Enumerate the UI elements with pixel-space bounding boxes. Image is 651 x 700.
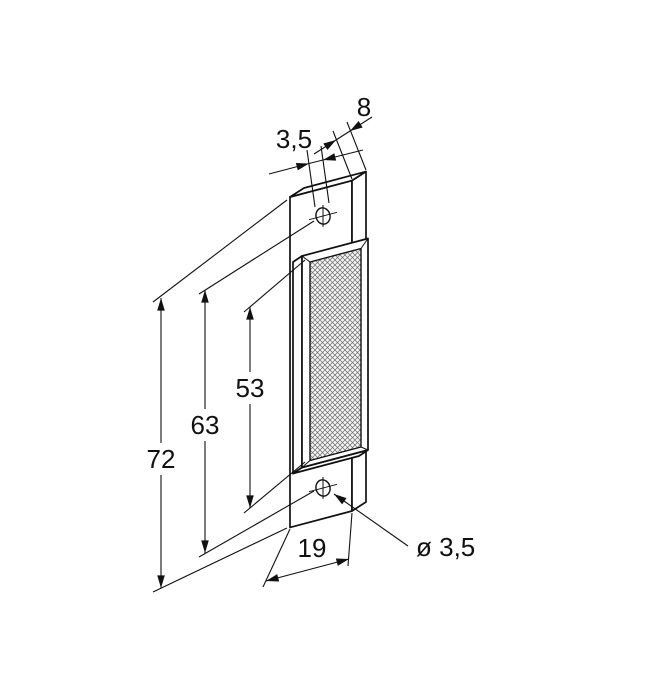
dim-hole-spacing: 63 bbox=[191, 220, 315, 558]
dim-depth: 8 bbox=[313, 92, 373, 180]
dim-overall-height: 72 bbox=[147, 199, 288, 593]
dim-width: 19 bbox=[262, 512, 353, 588]
dim-label-19: 19 bbox=[298, 533, 327, 563]
reflective-surface bbox=[309, 247, 362, 462]
dim-slot-width: 3,5 bbox=[268, 124, 364, 208]
dim-label-3-5: 3,5 bbox=[276, 124, 312, 154]
bezel-miter-lines bbox=[301, 238, 369, 468]
top-mounting-hole bbox=[308, 205, 338, 227]
reflector-left-side-face bbox=[292, 255, 303, 475]
reflector-part bbox=[289, 170, 369, 529]
dim-label-72: 72 bbox=[147, 444, 176, 474]
dim-label-53: 53 bbox=[236, 373, 265, 403]
dim-reflector-height: 53 bbox=[236, 259, 306, 514]
dim-label-hole-diameter: ø 3,5 bbox=[416, 532, 475, 562]
dim-label-63: 63 bbox=[191, 410, 220, 440]
bottom-mounting-hole bbox=[308, 477, 338, 499]
callout-hole-diameter: ø 3,5 bbox=[333, 493, 475, 562]
dim-label-8: 8 bbox=[357, 92, 371, 122]
dimensions: 72 63 53 19 bbox=[147, 92, 475, 593]
